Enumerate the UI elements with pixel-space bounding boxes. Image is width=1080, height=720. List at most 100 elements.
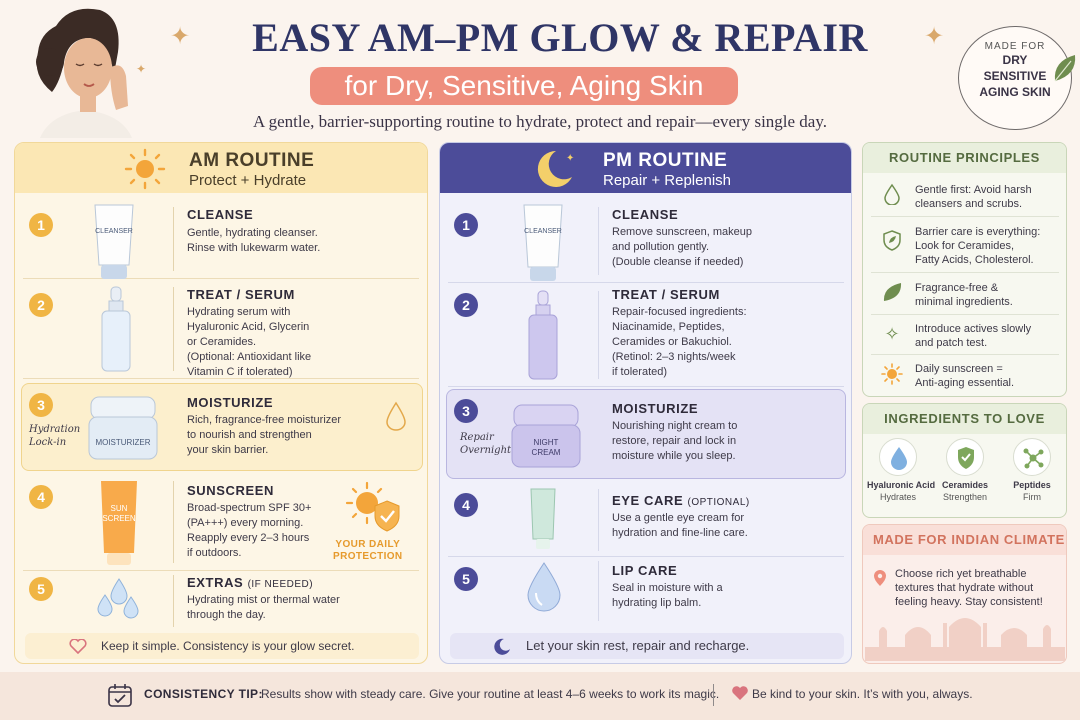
- principles-title: ROUTINE PRINCIPLES: [863, 143, 1066, 173]
- pm-header: ✦ PM ROUTINE Repair + Replenish: [440, 143, 851, 193]
- eye-cream-tube-icon: [530, 488, 556, 549]
- am-moisturize-highlight: [21, 383, 423, 471]
- calendar-check-icon: [108, 684, 132, 707]
- pm-step-eye-care: 4 EYE CARE (OPTIONAL) Use a gentle eye c…: [448, 483, 844, 557]
- step-title: EXTRAS (IF NEEDED): [187, 575, 313, 590]
- ingredient-name: Peptides: [1013, 480, 1051, 490]
- step-description: Rich, fragrance-free moisturizer to nour…: [187, 414, 342, 456]
- step-description: Nourishing night cream to restore, repai…: [612, 420, 738, 462]
- serum-bottle-icon: [101, 286, 131, 372]
- sun-icon: [881, 363, 903, 385]
- ingredient-name: Hyaluronic Acid: [867, 480, 936, 490]
- divider: [598, 561, 599, 621]
- made-for-label: MADE FOR: [984, 41, 1046, 52]
- step-number: 2: [454, 293, 478, 317]
- principle-text: Fragrance-free & minimal ingredients.: [915, 282, 1013, 308]
- step-description: Seal in moisture with a hydrating lip ba…: [612, 582, 723, 609]
- am-step-moisturize: 3 Hydration Lock-in MOISTURIZER MOISTURI…: [23, 383, 419, 471]
- ingredients-card: INGREDIENTS TO LOVE Hyaluronic Acid Hydr…: [862, 403, 1067, 518]
- step-title: EYE CARE (OPTIONAL): [612, 493, 750, 508]
- woman-illustration: [36, 8, 132, 138]
- principle-item: Barrier care is everything: Look for Cer…: [871, 219, 1059, 273]
- product-label: MOISTURIZER: [95, 438, 150, 447]
- ingredient-icon-circle: [1013, 438, 1051, 476]
- step-title-note: (IF NEEDED): [247, 579, 314, 590]
- routine-principles-card: ROUTINE PRINCIPLES Gentle first: Avoid h…: [862, 142, 1067, 397]
- leaf-icon: [1054, 55, 1076, 82]
- sparkle-icon: ✦: [924, 23, 945, 50]
- sun-icon: [124, 148, 166, 190]
- product-label: CREAM: [532, 448, 561, 457]
- pm-step-lip-care: 5 LIP CARE Seal in moisture with a hydra…: [448, 557, 844, 627]
- step-description: Broad-spectrum SPF 30+ (PA+++) every mor…: [187, 502, 312, 559]
- serum-bottle-icon: [528, 290, 558, 380]
- divider: [173, 287, 174, 371]
- drop-outline-icon: [386, 401, 406, 431]
- ingredient-icon-circle: [946, 438, 984, 476]
- step-title: SUNSCREEN: [187, 483, 275, 498]
- tagline: A gentle, barrier-supporting routine to …: [253, 112, 827, 131]
- cleanser-tube-icon: CLEANSER: [523, 204, 563, 281]
- sparkle-icon: ✧: [884, 324, 900, 344]
- made-for-line: DRY: [1002, 53, 1028, 67]
- step-number: 4: [454, 493, 478, 517]
- svg-text:✦: ✦: [566, 153, 574, 164]
- water-drops-icon: [97, 578, 139, 619]
- step-description: Hydrating mist or thermal water through …: [187, 594, 340, 621]
- sun-shield-icon: [345, 481, 400, 532]
- step-title-note: (OPTIONAL): [687, 497, 750, 508]
- leaf-icon: [883, 283, 902, 301]
- pm-footer-text: Let your skin rest, repair and recharge.: [526, 638, 750, 653]
- principle-item: Fragrance-free & minimal ingredients.: [871, 275, 1059, 315]
- am-footer: Keep it simple. Consistency is your glow…: [25, 633, 419, 659]
- principle-text: Barrier care is everything: Look for Cer…: [915, 226, 1041, 266]
- handwritten-note: Repair Overnight: [460, 432, 512, 456]
- made-for-badge: MADE FOR DRY SENSITIVE AGING SKIN: [958, 26, 1076, 130]
- am-footer-text: Keep it simple. Consistency is your glow…: [101, 639, 355, 653]
- step-title: CLEANSE: [187, 207, 254, 222]
- step-title: MOISTURIZE: [187, 395, 274, 410]
- molecule-icon: [1023, 448, 1044, 469]
- night-cream-jar-icon: NIGHT CREAM: [511, 404, 581, 468]
- sparkle-icon: ✦: [136, 62, 147, 76]
- principle-text: Daily sunscreen = Anti-aging essential.: [915, 363, 1015, 389]
- drop-outline-icon: [884, 183, 900, 205]
- step-number: 4: [29, 485, 53, 509]
- step-description: Hydrating serum with Hyaluronic Acid, Gl…: [187, 306, 312, 378]
- consistency-tip-label: CONSISTENCY TIP:: [144, 687, 263, 701]
- pm-step-serum: 2 TREAT / SERUM Repair-focused ingredien…: [448, 283, 844, 387]
- ingredient-benefit: Firm: [1023, 492, 1041, 502]
- am-step-extras: 5 EXTRAS (IF NEEDED) Hydrating mist or t…: [23, 571, 419, 631]
- ingredient-item: Peptides Firm: [1001, 438, 1063, 502]
- pm-routine-panel: ✦ PM ROUTINE Repair + Replenish 1 CLEANS…: [439, 142, 852, 664]
- divider: [173, 575, 174, 627]
- ingredient-item: Hyaluronic Acid Hydrates: [867, 438, 936, 502]
- divider: [598, 207, 599, 275]
- step-number: 3: [454, 399, 478, 423]
- product-label: NIGHT: [534, 438, 559, 447]
- pm-footer: Let your skin rest, repair and recharge.: [450, 633, 844, 659]
- step-title: TREAT / SERUM: [612, 287, 720, 302]
- product-label: SCREEN: [102, 514, 136, 523]
- heart-icon: [69, 639, 87, 654]
- principle-text: Gentle first: Avoid harsh cleansers and …: [915, 184, 1032, 210]
- shield-check-icon: [958, 447, 974, 469]
- step-title: MOISTURIZE: [612, 401, 699, 416]
- page-subtitle: for Dry, Sensitive, Aging Skin: [310, 67, 738, 105]
- ingredients-title: INGREDIENTS TO LOVE: [863, 404, 1066, 434]
- divider: [598, 291, 599, 379]
- pm-title: PM ROUTINE: [603, 150, 728, 171]
- divider: [713, 684, 714, 706]
- am-step-cleanse: 1 CLEANSER CLEANSE Gentle, hydrating cle…: [23, 199, 419, 279]
- principle-item: Gentle first: Avoid harsh cleansers and …: [871, 177, 1059, 217]
- ingredient-benefit: Strengthen: [942, 492, 988, 502]
- indian-climate-card: MADE FOR INDIAN CLIMATE Choose rich yet …: [862, 524, 1067, 664]
- kindness-message: Be kind to your skin. It’s with you, alw…: [752, 687, 973, 701]
- step-description: Use a gentle eye cream for hydration and…: [612, 512, 748, 539]
- climate-text: Choose rich yet breathable textures that…: [895, 568, 1043, 608]
- am-header: AM ROUTINE Protect + Hydrate: [15, 143, 427, 193]
- am-step-sunscreen: 4 SUN SCREEN SUNSCREEN Broad-spectrum SP…: [23, 475, 419, 571]
- heart-icon: [732, 686, 748, 700]
- moisturizer-jar-icon: MOISTURIZER: [88, 396, 158, 460]
- step-number: 1: [454, 213, 478, 237]
